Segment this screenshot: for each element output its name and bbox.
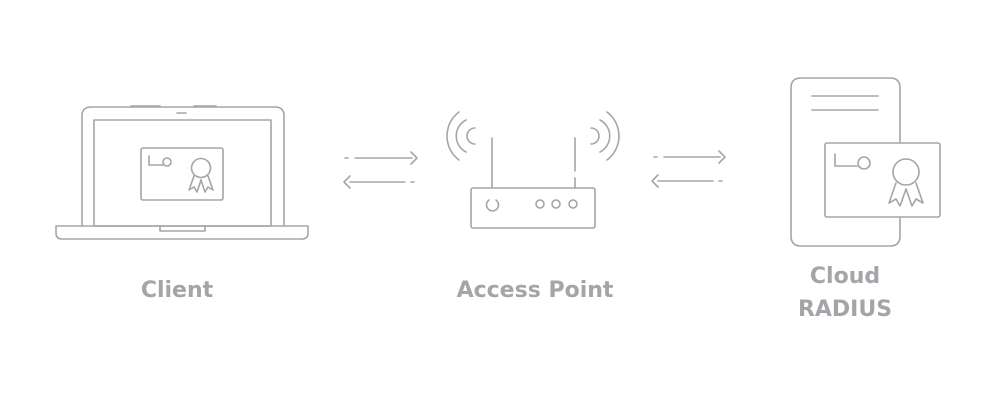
access-point-label: Access Point (456, 278, 614, 303)
arrows-ap-to-cloud (651, 150, 726, 188)
cloud-radius-label: Cloud RADIUS (770, 260, 920, 326)
cloud-radius-label-line-1: Cloud (809, 264, 881, 289)
client-label: Client (140, 278, 214, 303)
server-certificate-icon (790, 77, 941, 247)
cloud-radius-label-line-2: RADIUS (797, 297, 893, 322)
server-certificate-icon-card (824, 142, 941, 218)
wifi-router-icon (446, 111, 620, 229)
laptop-certificate-icon-card (140, 147, 224, 201)
laptop-certificate-icon (55, 105, 309, 240)
arrows-client-to-ap (343, 151, 418, 189)
